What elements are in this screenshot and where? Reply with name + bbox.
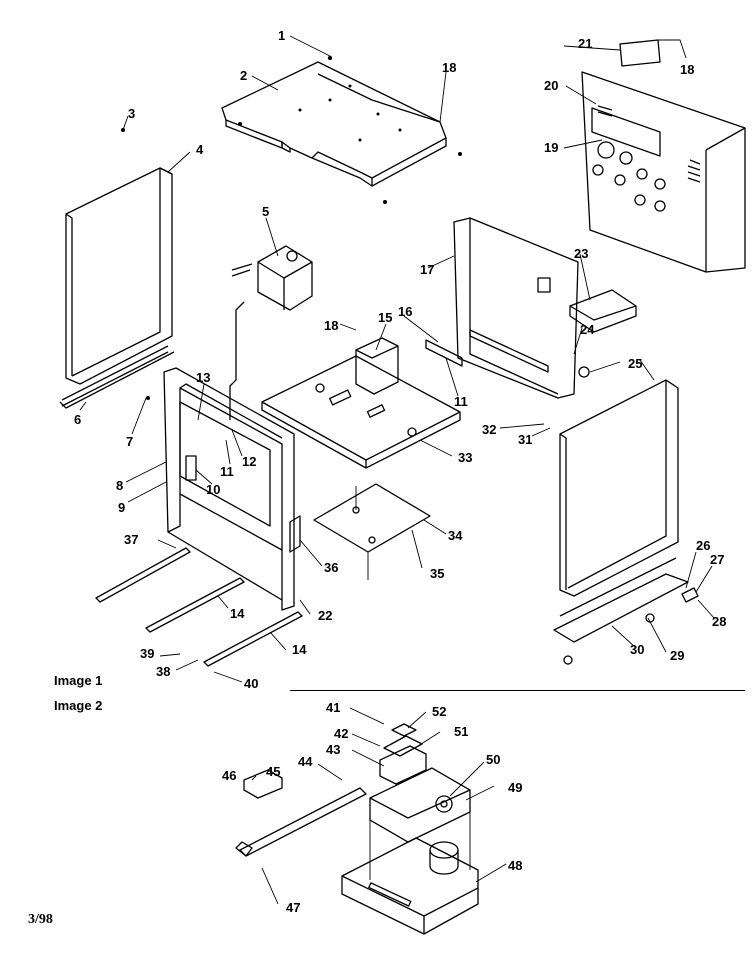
callout-47: 47 [286,900,300,915]
callout-18c: 18 [680,62,694,77]
callout-26: 26 [696,538,710,553]
callout-19: 19 [544,140,558,155]
callout-10: 10 [206,482,220,497]
image-1-label: Image 1 [54,673,103,688]
callout-32: 32 [482,422,496,437]
callout-51: 51 [454,724,468,739]
callout-3: 3 [128,106,135,121]
image-2-label: Image 2 [54,698,103,713]
callout-14b: 14 [292,642,307,657]
callout-7: 7 [126,434,133,449]
back-panel [581,39,746,273]
callout-5: 5 [262,204,269,219]
callout-1: 1 [278,28,285,43]
callout-12: 12 [242,454,256,469]
callout-4: 4 [196,142,204,157]
callout-11a: 11 [220,464,234,479]
callout-33: 33 [458,450,472,465]
bracket-23 [569,289,637,378]
callout-35: 35 [430,566,444,581]
callout-22: 22 [318,608,332,623]
callout-14a: 14 [230,606,245,621]
callout-42: 42 [334,726,348,741]
callout-52: 52 [432,704,446,719]
base-plate [313,483,431,580]
callout-50: 50 [486,752,500,767]
right-side-panel [553,379,699,665]
callout-29: 29 [670,648,684,663]
callout-38: 38 [156,664,170,679]
callout-13: 13 [196,370,210,385]
callout-numbers: 1 2 3 4 5 6 7 8 9 10 11 11 12 13 14 14 1… [74,28,726,915]
bottom-tray [261,337,461,469]
callout-45: 45 [266,764,280,779]
left-side-panel [59,128,175,409]
callout-39: 39 [140,646,154,661]
callout-23: 23 [574,246,588,261]
leader-lines [79,35,715,905]
callout-18b: 18 [324,318,338,333]
rails [95,515,303,667]
rear-inner-panel [425,217,579,399]
callout-16: 16 [398,304,412,319]
top-panel [221,55,462,204]
callout-36: 36 [324,560,338,575]
callout-49: 49 [508,780,522,795]
callout-17: 17 [420,262,434,277]
callout-11b: 11 [454,394,468,409]
callout-28: 28 [712,614,726,629]
callout-31: 31 [518,432,532,447]
callout-6: 6 [74,412,81,427]
callout-21: 21 [578,36,592,51]
image-divider [290,690,745,691]
latch-assembly [235,723,479,935]
callout-24: 24 [580,322,595,337]
callout-18a: 18 [442,60,456,75]
callout-43: 43 [326,742,340,757]
callout-37: 37 [124,532,138,547]
callout-15: 15 [378,310,392,325]
control-bracket [229,245,313,420]
callout-20: 20 [544,78,558,93]
callout-48: 48 [508,858,522,873]
callout-44: 44 [298,754,313,769]
callout-46: 46 [222,768,236,783]
date-code: 3/98 [28,912,53,927]
callout-41: 41 [326,700,340,715]
callout-27: 27 [710,552,724,567]
callout-40: 40 [244,676,258,691]
callout-25: 25 [628,356,642,371]
callout-30: 30 [630,642,644,657]
callout-9: 9 [118,500,125,515]
callout-8: 8 [116,478,123,493]
callout-34: 34 [448,528,463,543]
callout-2: 2 [240,68,247,83]
front-frame [163,367,295,611]
